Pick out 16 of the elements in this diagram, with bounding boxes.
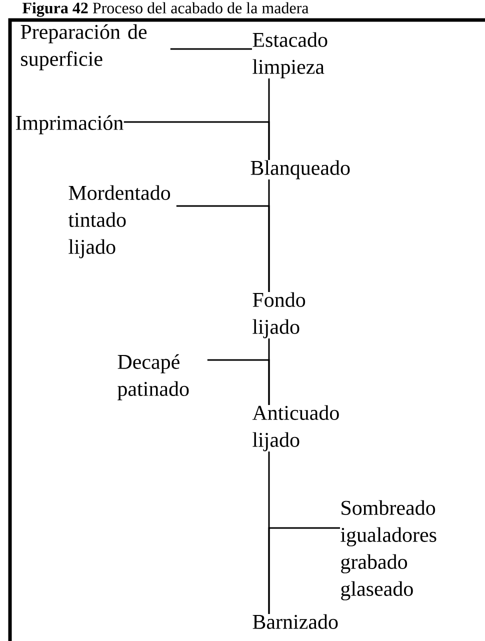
step-label: Fondo lijado (252, 292, 306, 338)
connector-line (176, 205, 270, 292)
step-label: Preparación de superficie (20, 24, 147, 70)
step-label: Blanqueado (250, 160, 350, 180)
step-label: Sombreado igualadores grabado glaseado (340, 500, 436, 600)
step-label: Barnizado (252, 614, 338, 629)
step-label: Anticuado lijado (252, 405, 339, 452)
connector-line (268, 527, 340, 614)
step-label: Imprimación (16, 115, 124, 134)
step-label: Estacado limpieza (252, 32, 328, 78)
step-label: Mordentado tintado lijado (68, 185, 170, 258)
connector-line (207, 359, 270, 405)
connector-line (124, 121, 270, 160)
step-label: Decapé patinado (118, 354, 189, 400)
figure-title: Figura 42 Proceso del acabado de la madera (22, 2, 309, 17)
connector-line (170, 48, 252, 50)
